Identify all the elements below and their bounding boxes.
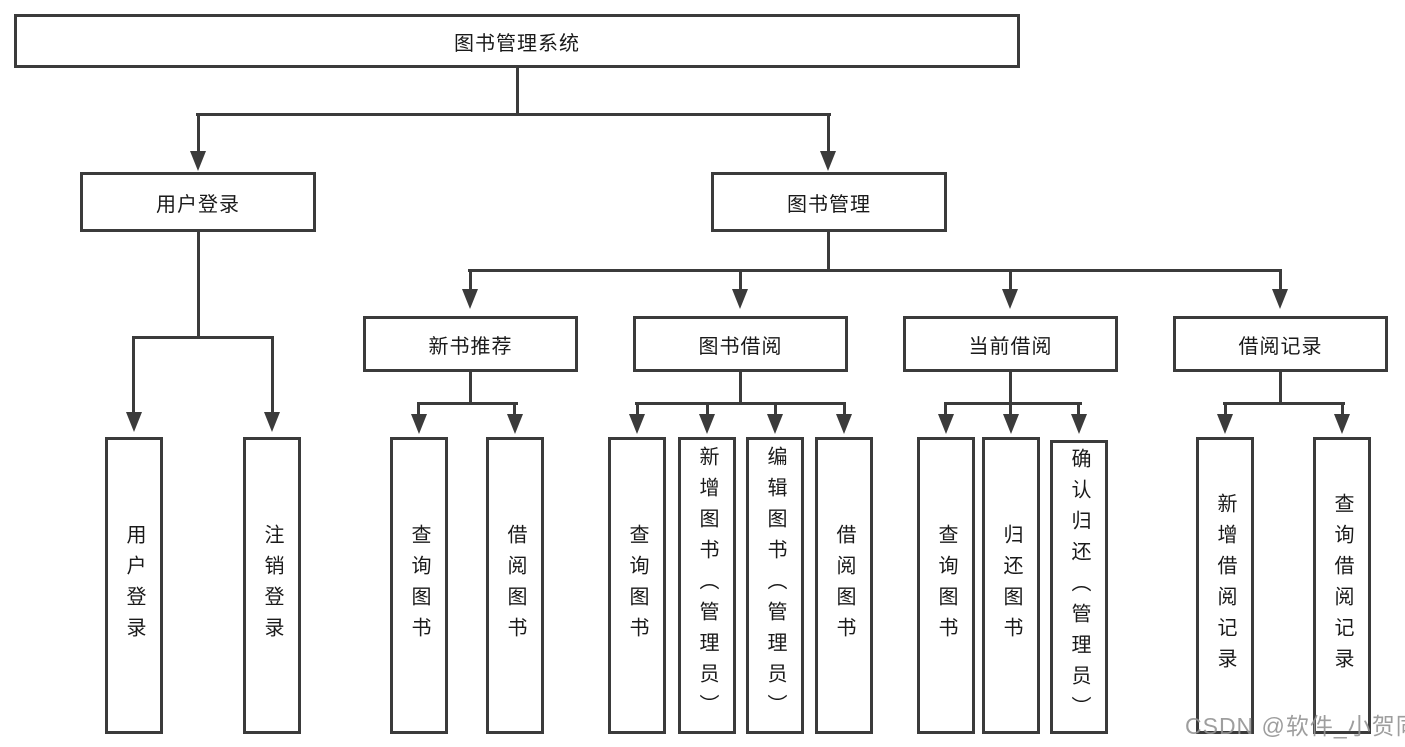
- connector-line: [417, 402, 518, 405]
- connector-line: [944, 402, 947, 415]
- connector-line: [1009, 269, 1012, 289]
- connector-line: [516, 68, 519, 116]
- arrow-down-icon: [820, 151, 836, 171]
- arrow-down-icon: [732, 289, 748, 309]
- arrow-down-icon: [1334, 414, 1350, 434]
- leaf-br-query-record: 查询借阅记录: [1313, 437, 1371, 734]
- connector-line: [774, 402, 777, 415]
- connector-line: [1009, 372, 1012, 405]
- connector-line: [196, 113, 831, 116]
- leaf-bb-edit-books-admin: 编辑图书（管理员）: [746, 437, 804, 734]
- connector-line: [1077, 402, 1080, 415]
- connector-line: [944, 402, 1082, 405]
- arrow-down-icon: [767, 414, 783, 434]
- connector-line: [635, 402, 846, 405]
- connector-line: [827, 232, 830, 272]
- connector-line: [1279, 372, 1282, 405]
- connector-line: [636, 402, 639, 415]
- leaf-nbr-query-books: 查询图书: [390, 437, 448, 734]
- node-book-borrow: 图书借阅: [633, 316, 848, 372]
- connector-line: [469, 269, 472, 289]
- node-root-system: 图书管理系统: [14, 14, 1020, 68]
- leaf-bb-add-books-admin: 新增图书（管理员）: [678, 437, 736, 734]
- arrow-down-icon: [1272, 289, 1288, 309]
- leaf-user-login: 用户登录: [105, 437, 163, 734]
- connector-line: [197, 232, 200, 339]
- connector-line: [739, 269, 742, 289]
- leaf-logout: 注销登录: [243, 437, 301, 734]
- arrow-down-icon: [1217, 414, 1233, 434]
- connector-line: [417, 402, 420, 415]
- connector-line: [468, 269, 1282, 272]
- arrow-down-icon: [1002, 289, 1018, 309]
- arrow-down-icon: [190, 151, 206, 171]
- connector-line: [1009, 402, 1012, 415]
- connector-line: [513, 402, 516, 415]
- connector-line: [1279, 269, 1282, 289]
- arrow-down-icon: [126, 412, 142, 432]
- leaf-br-add-record: 新增借阅记录: [1196, 437, 1254, 734]
- leaf-cb-query-books: 查询图书: [917, 437, 975, 734]
- node-new-book-recommend: 新书推荐: [363, 316, 578, 372]
- arrow-down-icon: [836, 414, 852, 434]
- arrow-down-icon: [1071, 414, 1087, 434]
- leaf-bb-query-books: 查询图书: [608, 437, 666, 734]
- node-user-login: 用户登录: [80, 172, 316, 232]
- arrow-down-icon: [264, 412, 280, 432]
- arrow-down-icon: [629, 414, 645, 434]
- connector-line: [271, 336, 274, 412]
- leaf-bb-borrow-books: 借阅图书: [815, 437, 873, 734]
- connector-line: [843, 402, 846, 415]
- connector-line: [197, 113, 200, 153]
- connector-line: [706, 402, 709, 415]
- arrow-down-icon: [507, 414, 523, 434]
- connector-line: [739, 372, 742, 405]
- leaf-cb-confirm-return-admin: 确认归还（管理员）: [1050, 440, 1108, 734]
- connector-line: [1224, 402, 1227, 415]
- node-current-borrow: 当前借阅: [903, 316, 1118, 372]
- arrow-down-icon: [1003, 414, 1019, 434]
- connector-line: [827, 113, 830, 153]
- connector-line: [1223, 402, 1345, 405]
- csdn-watermark: CSDN @软件_小贺同学: [1185, 713, 1405, 739]
- arrow-down-icon: [462, 289, 478, 309]
- connector-line: [469, 372, 472, 405]
- connector-line: [1341, 402, 1344, 415]
- node-borrow-records: 借阅记录: [1173, 316, 1388, 372]
- leaf-nbr-borrow-books: 借阅图书: [486, 437, 544, 734]
- arrow-down-icon: [411, 414, 427, 434]
- node-book-management: 图书管理: [711, 172, 947, 232]
- leaf-cb-return-books: 归还图书: [982, 437, 1040, 734]
- connector-line: [132, 336, 135, 412]
- arrow-down-icon: [938, 414, 954, 434]
- arrow-down-icon: [699, 414, 715, 434]
- connector-line: [132, 336, 274, 339]
